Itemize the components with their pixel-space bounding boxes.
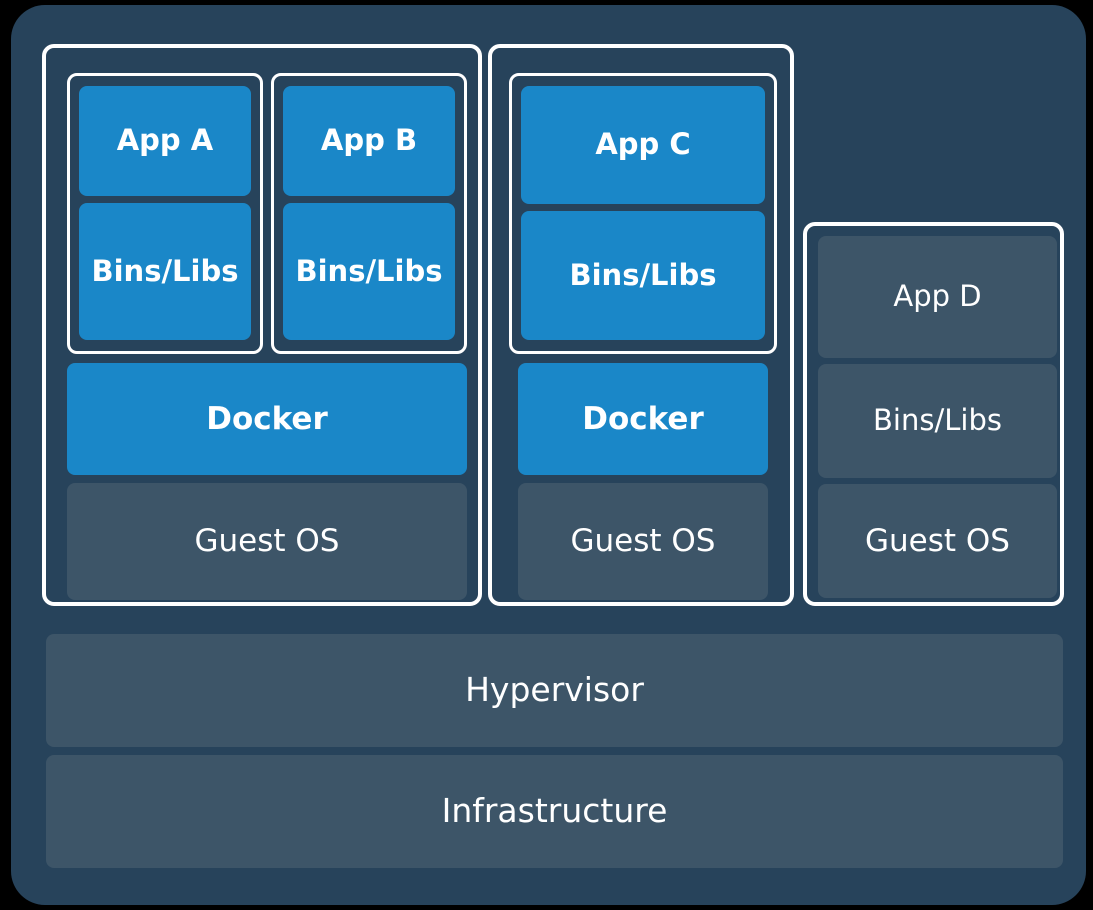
app-a-tile[interactable]: App A	[79, 86, 251, 196]
app-b-tile[interactable]: App B	[283, 86, 455, 196]
app-c-tile[interactable]: App C	[521, 86, 765, 204]
architecture-panel: App A Bins/Libs App B Bins/Libs Docker G…	[11, 5, 1086, 905]
container-a-bins-libs-tile[interactable]: Bins/Libs	[79, 203, 251, 340]
vm-group-right[interactable]: App D Bins/Libs Guest OS	[803, 222, 1064, 606]
vm-group-middle[interactable]: App C Bins/Libs Docker Guest OS	[488, 44, 794, 606]
docker-tile-middle[interactable]: Docker	[518, 363, 768, 475]
container-b-bins-libs-tile[interactable]: Bins/Libs	[283, 203, 455, 340]
docker-tile-left[interactable]: Docker	[67, 363, 467, 475]
hypervisor-bar[interactable]: Hypervisor	[46, 634, 1063, 747]
infrastructure-bar[interactable]: Infrastructure	[46, 755, 1063, 868]
guest-os-tile-middle[interactable]: Guest OS	[518, 483, 768, 600]
container-a-frame[interactable]: App A Bins/Libs	[67, 73, 263, 354]
app-d-tile[interactable]: App D	[818, 236, 1057, 358]
vm-group-left[interactable]: App A Bins/Libs App B Bins/Libs Docker G…	[42, 44, 482, 606]
container-b-frame[interactable]: App B Bins/Libs	[271, 73, 467, 354]
container-c-bins-libs-tile[interactable]: Bins/Libs	[521, 211, 765, 340]
guest-os-tile-right[interactable]: Guest OS	[818, 484, 1057, 598]
guest-os-tile-left[interactable]: Guest OS	[67, 483, 467, 600]
app-d-bins-libs-tile[interactable]: Bins/Libs	[818, 364, 1057, 478]
container-c-frame[interactable]: App C Bins/Libs	[509, 73, 777, 354]
